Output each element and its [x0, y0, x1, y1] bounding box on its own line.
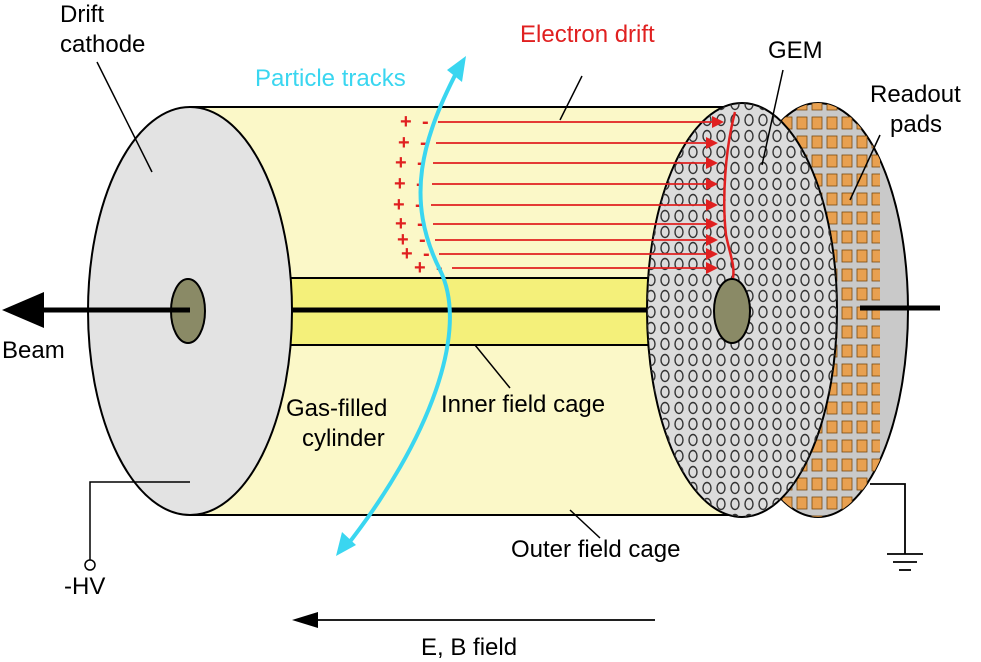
drift-arrow-head — [706, 178, 718, 190]
positive-ion: + — [414, 257, 426, 279]
particle-tracks-label: Particle tracks — [255, 65, 406, 92]
drift-arrow-head — [706, 262, 718, 274]
positive-ion: + — [395, 213, 407, 235]
readout-pads-label-1: Readout — [870, 81, 961, 108]
cage-leader-top — [559, 75, 583, 121]
inner-cage-leader — [474, 344, 511, 389]
hv-wiring — [84, 481, 190, 571]
gem-leader — [761, 69, 784, 166]
drift-arrow-head — [706, 234, 718, 246]
eb-field-label: E, B field — [421, 634, 517, 661]
positive-ion: + — [398, 132, 410, 154]
field-arrow — [292, 612, 655, 628]
inner-cage-end — [713, 278, 751, 344]
electron: - — [423, 243, 430, 265]
positive-ion: + — [393, 194, 405, 216]
cathode-leader — [96, 61, 153, 173]
positive-ion: + — [395, 152, 407, 174]
drift-arrow-head — [706, 199, 718, 211]
gas-cylinder-label-2: cylinder — [302, 425, 385, 452]
electron: - — [415, 194, 422, 216]
electron: - — [422, 111, 429, 133]
positive-ion: + — [401, 243, 413, 265]
gem-foil — [646, 102, 838, 518]
ground-symbol — [870, 483, 923, 571]
drift-arrow-head — [706, 248, 718, 260]
electron: - — [417, 152, 424, 174]
drift-arrow-head — [712, 116, 724, 128]
outer-field-cage-label: Outer field cage — [511, 536, 680, 563]
electron: - — [419, 229, 426, 251]
particle-track — [336, 56, 466, 556]
positive-ion: + — [397, 229, 409, 251]
drift-arrow-head — [706, 218, 718, 230]
drift-arrow-head — [706, 157, 718, 169]
drift-cathode-label-1: Drift — [60, 1, 104, 28]
gem-label: GEM — [768, 37, 823, 64]
gas-cylinder-label-1: Gas-filled — [286, 395, 387, 422]
drift-arrow-head — [706, 137, 718, 149]
electron-cloud — [723, 111, 737, 279]
electron: - — [420, 132, 427, 154]
inner-field-cage-label: Inner field cage — [441, 391, 605, 418]
readout-pads-label-2: pads — [890, 111, 942, 138]
electron-drift-label: Electron drift — [520, 21, 655, 48]
leader-lines — [96, 61, 881, 539]
readout-leader — [849, 134, 881, 201]
electron-drift-arrows — [431, 111, 737, 279]
positive-ion: + — [394, 173, 406, 195]
electron: - — [417, 213, 424, 235]
beam-arrow — [2, 292, 190, 328]
outer-cage-leader — [569, 509, 601, 539]
hv-label: -HV — [64, 573, 105, 600]
beam-label: Beam — [2, 337, 65, 364]
positive-ion: + — [400, 111, 412, 133]
drift-cathode-label-2: cathode — [60, 31, 145, 58]
